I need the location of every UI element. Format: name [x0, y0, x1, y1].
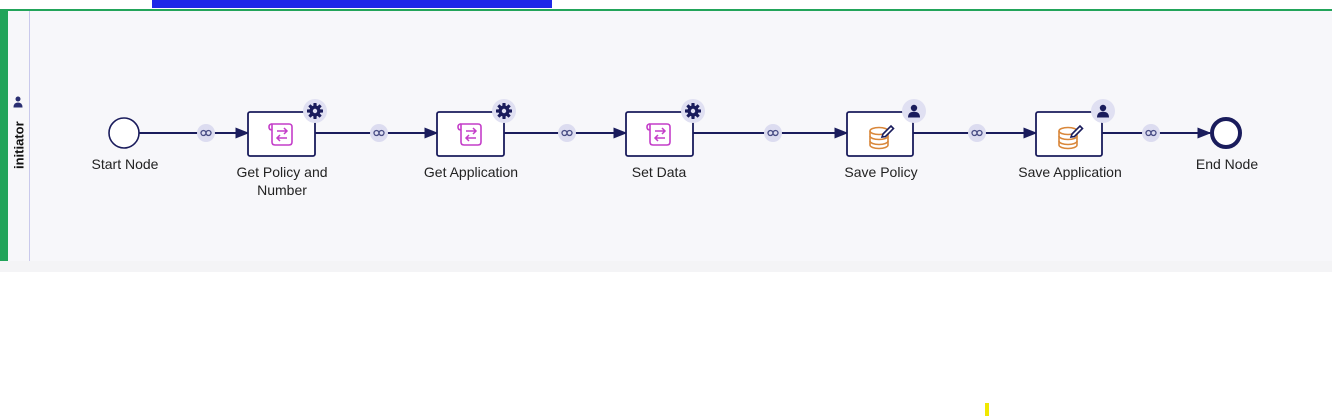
user-task[interactable] [1035, 99, 1115, 157]
link-icon[interactable] [763, 123, 783, 143]
save-policy-label: Save Policy [844, 164, 918, 180]
service-task[interactable] [247, 99, 327, 157]
save-application-label: Save Application [1018, 164, 1122, 180]
cursor-marker [985, 403, 989, 416]
start-event[interactable] [108, 117, 140, 149]
top-progress-bar [152, 0, 552, 8]
end-event[interactable] [1210, 117, 1242, 149]
user-task[interactable] [846, 99, 926, 157]
link-icon[interactable] [967, 123, 987, 143]
person-icon[interactable] [902, 99, 926, 123]
service-task[interactable] [625, 99, 705, 157]
set-data-label: Set Data [631, 164, 687, 180]
service-task[interactable] [436, 99, 516, 157]
edge[interactable] [693, 123, 849, 143]
edge[interactable] [913, 123, 1038, 143]
gear-icon[interactable] [303, 99, 327, 123]
link-icon[interactable] [557, 123, 577, 143]
person-icon [13, 96, 23, 108]
gear-icon[interactable] [492, 99, 516, 123]
edge[interactable] [1102, 123, 1212, 143]
lane-header[interactable]: initiator [8, 11, 30, 261]
start-node-label: Start Node [91, 156, 159, 172]
lane-footer-band [0, 261, 1332, 272]
edge[interactable] [139, 123, 250, 143]
person-icon[interactable] [1091, 99, 1115, 123]
link-icon[interactable] [196, 123, 216, 143]
end-node-label: End Node [1195, 156, 1259, 172]
gear-icon[interactable] [681, 99, 705, 123]
edge[interactable] [315, 123, 439, 143]
edge[interactable] [504, 123, 628, 143]
link-icon[interactable] [369, 123, 389, 143]
get-application-label: Get Application [423, 164, 519, 180]
get-policy-label: Get Policy and Number [236, 164, 328, 198]
link-icon[interactable] [1141, 123, 1161, 143]
lane-accent-bar [2, 11, 8, 261]
